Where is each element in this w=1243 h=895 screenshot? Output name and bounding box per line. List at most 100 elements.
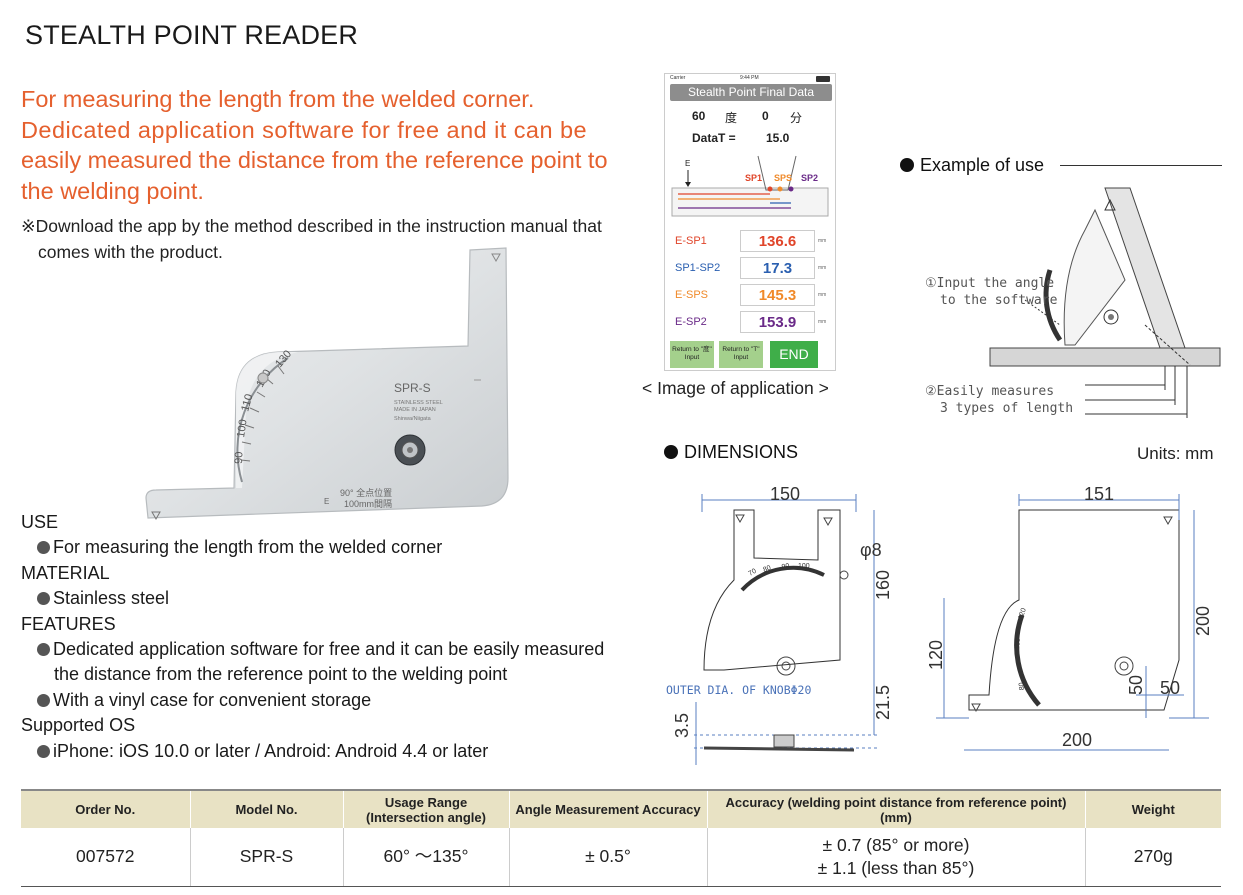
bullet-icon xyxy=(37,744,50,758)
table-row: 007572 SPR-S 60° ～135° ± 0.5° ± 0.7 (85°… xyxy=(21,828,1221,887)
intro-line: For measuring the length from the welded… xyxy=(21,86,535,112)
spec-heading: MATERIAL xyxy=(21,562,110,583)
header-accuracy-line: Accuracy (welding point distance from re… xyxy=(725,794,1067,810)
accuracy-line: ± 1.1 (less than 85°) xyxy=(817,857,975,878)
header-usage-line: Usage Range xyxy=(384,794,468,810)
spec-use: USE For measuring the length from the we… xyxy=(21,510,604,764)
result-label: E-SPS xyxy=(675,289,709,301)
bullet-icon xyxy=(664,445,678,459)
spec-item-cont: the distance from the reference point to… xyxy=(54,664,508,685)
result-row: E-SPS 145.3 mm xyxy=(670,284,832,308)
data-t-row[interactable]: DataT = 15.0 xyxy=(670,128,832,148)
table-header-row: Order No. Model No. Usage Range(Intersec… xyxy=(21,789,1221,828)
data-t-value[interactable]: 15.0 xyxy=(766,131,790,145)
dim-50-v: 50 xyxy=(1126,675,1146,695)
scale-mark: 100 xyxy=(235,419,249,439)
angle-minute[interactable]: 0 xyxy=(762,109,769,123)
battery-icon xyxy=(816,76,830,82)
dim-150: 150 xyxy=(770,484,800,504)
intro-text: For measuring the length from the welded… xyxy=(21,84,646,206)
status-carrier: Carrier xyxy=(670,75,686,81)
bullet-icon xyxy=(37,541,50,555)
spec-item: For measuring the length from the welded… xyxy=(21,535,604,560)
spec-item-text: With a vinyl case for convenient storage xyxy=(53,689,372,710)
dim-50-h: 50 xyxy=(1160,678,1180,698)
return-degree-button[interactable]: Return to "度" Input xyxy=(670,341,714,368)
dimensions-heading: DIMENSIONS xyxy=(664,442,798,463)
knob-label: OUTER DIA. OF KNOBΦ20 xyxy=(666,683,811,697)
angle-input-row[interactable]: 60 度 0 分 xyxy=(670,106,832,126)
front-scale-mark: 90 xyxy=(781,563,790,571)
result-unit: mm xyxy=(818,238,827,244)
header-accuracy-line: (mm) xyxy=(880,809,912,825)
result-label: SP1-SP2 xyxy=(675,262,721,274)
scale-mark: 90 xyxy=(233,451,245,464)
units-label: Units: mm xyxy=(1137,444,1214,463)
status-bar: Carrier 9:44 PM xyxy=(670,75,832,83)
callout-measures: ②Easily measures xyxy=(925,384,1054,399)
cell-model-no: SPR-S xyxy=(189,828,343,887)
result-unit: mm xyxy=(818,319,827,325)
note-line: comes with the product. xyxy=(38,241,223,262)
download-note: ※Download the app by the method describe… xyxy=(21,214,646,265)
example-heading-text: Example of use xyxy=(920,155,1045,175)
note-line: ※Download the app by the method describe… xyxy=(21,216,602,236)
diagram-e: E xyxy=(685,159,690,168)
spec-item: Stainless steel xyxy=(21,586,604,611)
app-buttons: Return to "度" Input Return to "T" Input … xyxy=(670,341,832,368)
result-unit: mm xyxy=(818,265,827,271)
dim-160: 160 xyxy=(873,570,893,600)
side-scale-mark: 100 xyxy=(1014,638,1022,650)
degree-unit: 度 xyxy=(725,111,738,125)
cell-weight: 270g xyxy=(1084,828,1221,887)
result-row: SP1-SP2 17.3 mm xyxy=(670,257,832,281)
header-usage-range: Usage Range(Intersection angle) xyxy=(342,789,509,828)
dim-151: 151 xyxy=(1084,484,1114,504)
cell-order-no: 007572 xyxy=(21,828,190,887)
angle-degree[interactable]: 60 xyxy=(692,109,706,123)
front-scale-mark: 70 xyxy=(748,568,758,578)
spec-item-text: For measuring the length from the welded… xyxy=(53,537,443,558)
callout-input-angle: to the software xyxy=(940,293,1058,308)
cell-usage-range: 60° ～135° xyxy=(342,828,509,887)
spec-heading: Supported OS xyxy=(21,715,136,736)
sps-label: SPS xyxy=(774,173,792,183)
sp1-label: SP1 xyxy=(745,173,762,183)
scale-mark: 110 xyxy=(239,393,255,413)
page-title: STEALTH POINT READER xyxy=(25,20,359,50)
end-button[interactable]: END xyxy=(770,341,818,368)
status-time: 9:44 PM xyxy=(740,75,759,81)
app-screenshot: Carrier 9:44 PM Stealth Point Final Data… xyxy=(664,73,836,371)
result-value: 17.3 xyxy=(740,257,815,279)
spec-item: iPhone: iOS 10.0 or later / Android: And… xyxy=(21,739,604,764)
accuracy-line: ± 0.7 (85° or more) xyxy=(822,834,970,855)
result-row: E-SP2 153.9 mm xyxy=(670,311,832,335)
result-label: E-SP2 xyxy=(675,316,707,328)
spec-item-text: iPhone: iOS 10.0 or later / Android: And… xyxy=(53,740,489,761)
intro-line: Dedicated application software for free … xyxy=(21,116,587,143)
result-value: 136.6 xyxy=(740,230,815,252)
bullet-icon xyxy=(37,693,50,707)
dimension-drawing: 150 φ8 160 21.5 3.5 151 200 120 50 50 20… xyxy=(666,484,1213,765)
intro-line: the welding point. xyxy=(21,177,204,204)
return-t-button[interactable]: Return to "T" Input xyxy=(719,341,763,368)
photo-small-text: STAINLESS STEEL xyxy=(394,400,443,406)
cell-distance-accuracy: ± 0.7 (85° or more)± 1.1 (less than 85°) xyxy=(706,828,1085,887)
result-unit: mm xyxy=(818,292,827,298)
photo-e-mark: E xyxy=(324,497,329,506)
side-scale-mark: 80 xyxy=(1018,682,1026,690)
header-model-no: Model No. xyxy=(189,789,343,828)
photo-small-text: Shinwa/Niigata xyxy=(394,416,432,422)
cell-angle-accuracy: ± 0.5° xyxy=(508,828,707,887)
photo-bottom-text: 100mm間隔 xyxy=(344,499,392,509)
app-header: Stealth Point Final Data xyxy=(670,84,832,101)
dim-phi8: φ8 xyxy=(860,540,882,560)
header-order-no: Order No. xyxy=(21,789,190,828)
spec-table: Order No. Model No. Usage Range(Intersec… xyxy=(21,789,1221,887)
bullet-icon xyxy=(900,158,914,172)
spec-heading: FEATURES xyxy=(21,613,116,634)
photo-small-text: MADE IN JAPAN xyxy=(394,407,436,413)
bullet-icon xyxy=(37,592,50,606)
dim-200-w: 200 xyxy=(1062,730,1092,750)
minute-unit: 分 xyxy=(790,111,803,125)
